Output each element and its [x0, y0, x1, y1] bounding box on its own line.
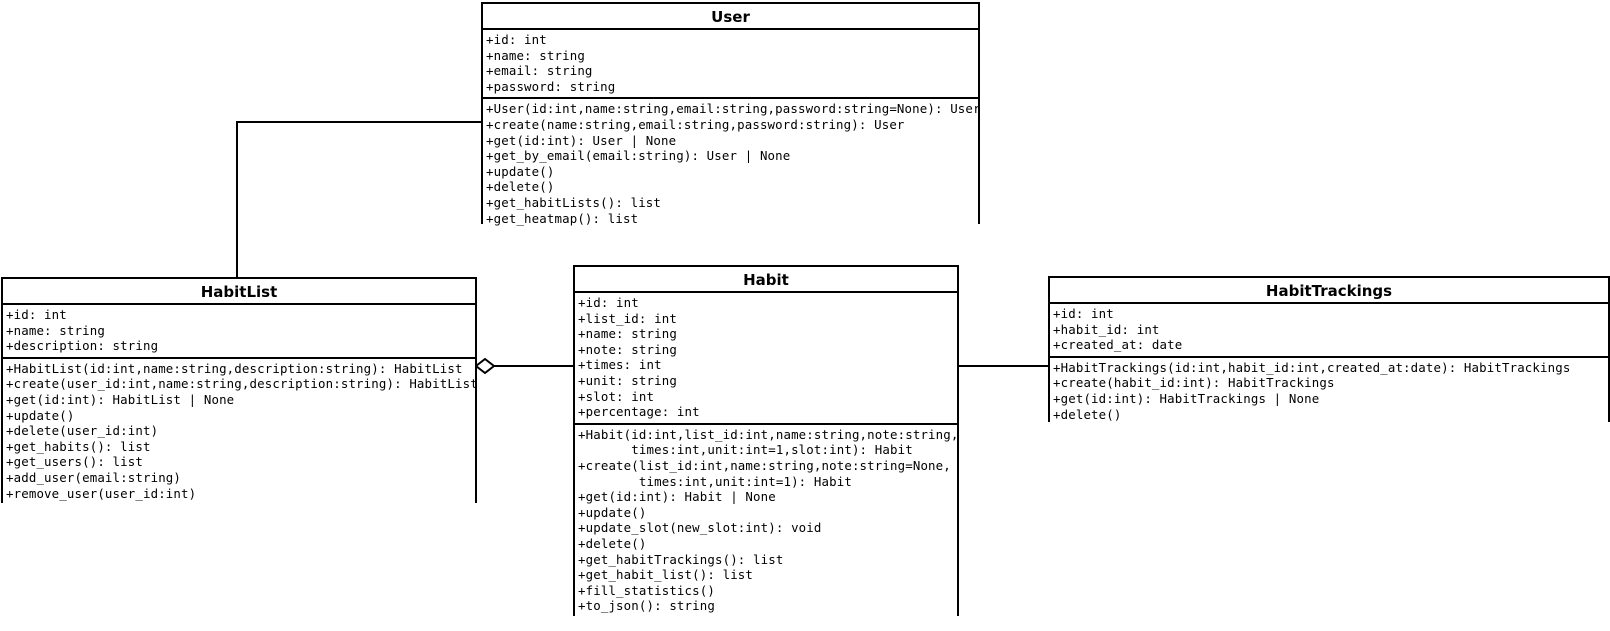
method-row: +create(list_id:int,name:string,note:str… [578, 457, 951, 473]
method-row: +get_habits(): list [6, 438, 151, 454]
method-row: +get(id:int): Habit | None [578, 489, 776, 505]
attribute-row: +id: int [486, 32, 547, 47]
attribute-row: +list_id: int [578, 310, 677, 326]
attribute-row: +times: int [578, 357, 662, 373]
attribute-row: +percentage: int [578, 404, 700, 420]
method-row: +to_json(): string [578, 598, 715, 614]
method-row: +add_user(email:string) [6, 469, 182, 485]
class-title-habittrackings: HabitTrackings [1050, 278, 1608, 304]
method-row: +HabitList(id:int,name:string,descriptio… [6, 360, 463, 376]
class-methods-user: +User(id:int,name:string,email:string,pa… [483, 97, 981, 230]
class-box-habitlist[interactable]: HabitList +id: int +name: string +descri… [1, 277, 478, 505]
class-attributes-user: +id: int +name: string +email: string +p… [483, 30, 978, 98]
method-row: +Habit(id:int,list_id:int,name:string,no… [578, 426, 959, 442]
method-row: +get_habitLists(): list [486, 194, 662, 210]
method-row: +get(id:int): User | None [486, 132, 677, 148]
method-row-continuation: times:int,unit:int=1,slot:int): Habit [578, 442, 913, 458]
method-row: +get(id:int): HabitTrackings | None [1053, 390, 1320, 406]
edge-habit-habittrackings [958, 365, 1050, 367]
attribute-row: +name: string [486, 47, 585, 63]
attribute-row: +slot: int [578, 388, 655, 404]
attribute-row: +password: string [486, 78, 616, 94]
method-row: +create(habit_id:int): HabitTrackings [1053, 375, 1335, 391]
method-row: +update() [6, 407, 75, 423]
attribute-row: +id: int [578, 295, 639, 310]
method-row: +update() [486, 163, 555, 179]
class-attributes-habit: +id: int +list_id: int +name: string +no… [575, 293, 957, 423]
class-box-habit[interactable]: Habit +id: int +list_id: int +name: stri… [573, 265, 959, 617]
edge-user-habitlist-vertical [236, 121, 238, 278]
class-methods-habitlist: +HabitList(id:int,name:string,descriptio… [3, 356, 478, 505]
attribute-row: +unit: string [578, 372, 677, 388]
attribute-row: +email: string [486, 63, 593, 79]
class-title-user: User [483, 4, 978, 30]
method-row: +get_habitTrackings(): list [578, 551, 784, 567]
method-row: +get_by_email(email:string): User | None [486, 148, 791, 164]
attribute-row: +created_at: date [1053, 337, 1183, 353]
attribute-row: +habit_id: int [1053, 321, 1160, 337]
method-row: +create(name:string,email:string,passwor… [486, 116, 905, 132]
aggregation-diamond-icon [474, 357, 496, 375]
class-box-habittrackings[interactable]: HabitTrackings +id: int +habit_id: int +… [1048, 276, 1610, 426]
method-row: +delete() [578, 535, 647, 551]
method-row-continuation: times:int,unit:int=1): Habit [578, 473, 852, 489]
method-row: +get(id:int): HabitList | None [6, 391, 235, 407]
method-row: +delete() [486, 179, 555, 195]
attribute-row: +id: int [1053, 306, 1114, 321]
attribute-row: +name: string [578, 326, 677, 342]
class-box-user[interactable]: User +id: int +name: string +email: stri… [481, 2, 980, 230]
class-title-habit: Habit [575, 267, 957, 293]
edge-habitlist-habit [476, 365, 574, 367]
method-row: +create(user_id:int,name:string,descript… [6, 376, 478, 392]
method-row: +update_slot(new_slot:int): void [578, 520, 822, 536]
class-attributes-habittrackings: +id: int +habit_id: int +created_at: dat… [1050, 304, 1608, 356]
class-methods-habittrackings: +HabitTrackings(id:int,habit_id:int,crea… [1050, 355, 1608, 426]
method-row: +get_heatmap(): list [486, 210, 639, 226]
class-title-habitlist: HabitList [3, 279, 475, 305]
method-row: +remove_user(user_id:int) [6, 485, 197, 501]
edge-user-habitlist-horizontal [236, 121, 482, 123]
method-row: +get_users(): list [6, 454, 143, 470]
class-attributes-habitlist: +id: int +name: string +description: str… [3, 305, 475, 357]
method-row: +fill_statistics() [578, 582, 715, 598]
attribute-row: +description: string [6, 338, 159, 354]
attribute-row: +name: string [6, 322, 105, 338]
method-row: +delete(user_id:int) [6, 423, 159, 439]
method-row: +User(id:int,name:string,email:string,pa… [486, 101, 981, 117]
method-row: +get_habit_list(): list [578, 567, 754, 583]
attribute-row: +note: string [578, 341, 677, 357]
method-row: +delete() [1053, 406, 1122, 422]
method-row: +HabitTrackings(id:int,habit_id:int,crea… [1053, 359, 1571, 375]
method-row: +update() [578, 504, 647, 520]
class-methods-habit: +Habit(id:int,list_id:int,name:string,no… [575, 422, 959, 617]
attribute-row: +id: int [6, 307, 67, 322]
